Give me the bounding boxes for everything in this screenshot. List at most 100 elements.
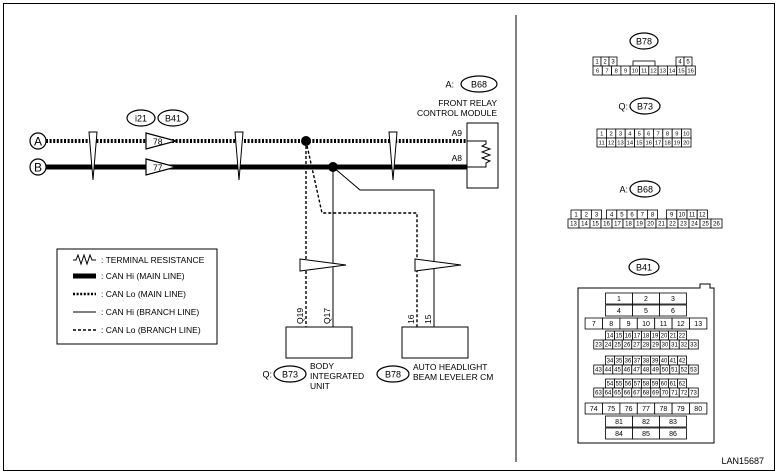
b41-pin-6: 6 xyxy=(659,304,687,317)
svg-text:B78: B78 xyxy=(385,370,401,380)
b41-pin-67: 67 xyxy=(631,387,642,398)
b78-pin-9: 9 xyxy=(620,65,631,76)
terminal-resistance-icon xyxy=(467,140,492,168)
connector-view-b41-label: B41 xyxy=(636,263,652,273)
svg-text:70: 70 xyxy=(662,391,669,397)
svg-text:10: 10 xyxy=(632,69,638,75)
b41-pin-12: 12 xyxy=(671,317,690,330)
b41-pin-9: 9 xyxy=(619,317,638,330)
b78-pin-8: 8 xyxy=(611,65,622,76)
b41-pin-57: 57 xyxy=(632,378,642,389)
b73-pin-6: 6 xyxy=(643,128,654,139)
b73-pin-3: 3 xyxy=(615,128,626,139)
connector-view-b78-label: B78 xyxy=(636,37,652,47)
b68-pin-26: 26 xyxy=(710,218,723,229)
b68-pin-17: 17 xyxy=(611,218,624,229)
svg-text:17: 17 xyxy=(655,141,661,147)
legend-box xyxy=(56,248,218,345)
b68-pin-21: 21 xyxy=(655,218,668,229)
b41-pin-53: 53 xyxy=(688,364,699,375)
front-relay-box xyxy=(466,122,499,189)
svg-text:36: 36 xyxy=(625,359,632,365)
b78-pin-6: 6 xyxy=(592,65,603,76)
svg-text:25: 25 xyxy=(614,343,621,349)
b41-pin-41: 41 xyxy=(668,355,678,366)
b41-pin-48: 48 xyxy=(640,364,652,375)
headlight-pin-15: 15 xyxy=(423,314,433,324)
svg-text:24: 24 xyxy=(691,222,698,228)
svg-text:51: 51 xyxy=(671,368,678,374)
b68-pin-18: 18 xyxy=(622,218,635,229)
svg-text:56: 56 xyxy=(625,382,632,388)
legend: : TERMINAL RESISTANCE : CAN Hi (MAIN LIN… xyxy=(56,248,218,345)
legend-label-can-hi-main: : CAN Hi (MAIN LINE) xyxy=(101,271,185,281)
svg-text:2: 2 xyxy=(603,60,607,66)
svg-text:16: 16 xyxy=(625,334,632,340)
b41-pin-71: 71 xyxy=(669,387,680,398)
svg-text:3: 3 xyxy=(595,213,599,219)
front-relay-connector-tag: A: B68 xyxy=(445,75,498,93)
svg-text:15: 15 xyxy=(636,141,642,147)
svg-text:45: 45 xyxy=(614,368,621,374)
svg-text:78: 78 xyxy=(660,406,668,413)
b68-pin-14: 14 xyxy=(578,218,591,229)
b73-pin-7: 7 xyxy=(653,128,664,139)
b41-pin-35: 35 xyxy=(614,355,624,366)
svg-text:2: 2 xyxy=(585,213,589,219)
b68-pin-10: 10 xyxy=(676,209,688,220)
b41-pin-45: 45 xyxy=(612,364,623,375)
svg-text:21: 21 xyxy=(658,222,665,228)
b68-pin-3: 3 xyxy=(591,209,603,220)
b68-pin-8: 8 xyxy=(647,209,659,220)
svg-text:29: 29 xyxy=(652,343,659,349)
svg-text:81: 81 xyxy=(615,419,623,426)
b73-pin-19: 19 xyxy=(671,137,683,148)
wire-label-b: B xyxy=(29,158,47,176)
b41-pin-68: 68 xyxy=(640,387,652,398)
svg-text:11: 11 xyxy=(641,69,647,75)
svg-text:38: 38 xyxy=(643,359,650,365)
b78-pin-13: 13 xyxy=(657,65,668,76)
svg-text:3: 3 xyxy=(671,296,675,303)
body-unit-box xyxy=(285,326,353,359)
svg-text:9: 9 xyxy=(624,69,627,75)
b68-pin-25: 25 xyxy=(699,218,712,229)
b73-pin-9: 9 xyxy=(671,128,683,139)
svg-text:13: 13 xyxy=(570,222,577,228)
svg-text:52: 52 xyxy=(681,368,688,374)
b41-pin-3: 3 xyxy=(659,292,687,305)
svg-text:75: 75 xyxy=(607,406,615,413)
svg-text:60: 60 xyxy=(661,382,668,388)
svg-text:8: 8 xyxy=(609,321,613,328)
headlight-leveler-cm: 16 15 B78 AUTO HEADLIGHT BEAM LEVELER CM xyxy=(376,314,493,383)
b78-pin-10: 10 xyxy=(629,65,640,76)
b41-pin-54: 54 xyxy=(605,378,615,389)
b68-pin-12: 12 xyxy=(696,209,708,220)
b78-pin-15: 15 xyxy=(676,65,687,76)
svg-text:26: 26 xyxy=(713,222,720,228)
b41-pin-2: 2 xyxy=(632,292,660,305)
body-integrated-unit: Q19 Q17 Q: B73 BODY INTEGRATED UNIT xyxy=(262,308,364,391)
svg-text:14: 14 xyxy=(581,222,588,228)
svg-text:69: 69 xyxy=(652,391,659,397)
connector-oval-b41: B41 xyxy=(157,109,189,127)
svg-text:15: 15 xyxy=(678,69,684,75)
svg-text:35: 35 xyxy=(616,359,623,365)
svg-text:64: 64 xyxy=(605,391,612,397)
connector-view-b68-label: B68 xyxy=(637,185,653,195)
b41-pin-44: 44 xyxy=(602,364,614,375)
body-unit-connector-tag: Q: B73 xyxy=(262,365,307,383)
svg-text:10: 10 xyxy=(679,213,686,219)
joint-arrow-lo: 78 xyxy=(145,132,179,150)
b68-pin-1: 1 xyxy=(570,209,582,220)
b68-pin-23: 23 xyxy=(677,218,690,229)
svg-text:3: 3 xyxy=(611,60,615,66)
svg-text:62: 62 xyxy=(679,382,686,388)
b78-pin-3: 3 xyxy=(608,56,618,67)
svg-text:79: 79 xyxy=(677,406,685,413)
b41-pin-84: 84 xyxy=(605,427,633,440)
svg-text:63: 63 xyxy=(595,391,602,397)
svg-text:47: 47 xyxy=(633,368,640,374)
